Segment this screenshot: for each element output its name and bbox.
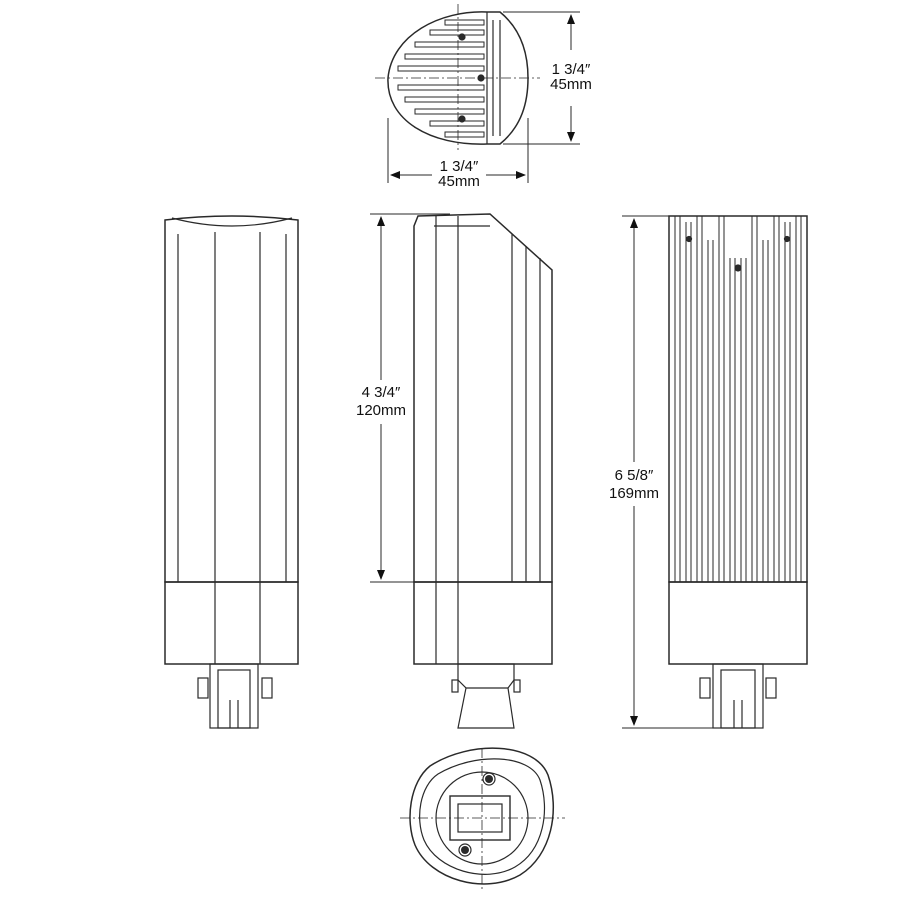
top-height-dimension — [503, 11, 580, 145]
top-height-imperial: 1 3/4″ — [552, 61, 591, 78]
side-height-imperial: 4 3/4″ — [362, 384, 401, 401]
side-view — [413, 213, 553, 729]
top-view — [375, 4, 540, 150]
vertical-fins — [674, 216, 802, 582]
top-width-dimension — [387, 118, 529, 183]
overall-height-dimension — [622, 215, 715, 729]
side-height-metric: 120mm — [356, 402, 406, 419]
overall-height-imperial: 6 5/8″ — [615, 467, 654, 484]
heatsink-view — [668, 215, 808, 729]
top-width-metric: 45mm — [438, 173, 480, 190]
bottom-view — [400, 747, 565, 892]
overall-height-metric: 169mm — [609, 485, 659, 502]
top-height-metric: 45mm — [550, 76, 592, 93]
side-height-dimension — [370, 213, 450, 583]
front-view — [164, 215, 299, 729]
heatsink-fins — [397, 19, 485, 138]
top-width-imperial: 1 3/4″ — [440, 158, 479, 175]
